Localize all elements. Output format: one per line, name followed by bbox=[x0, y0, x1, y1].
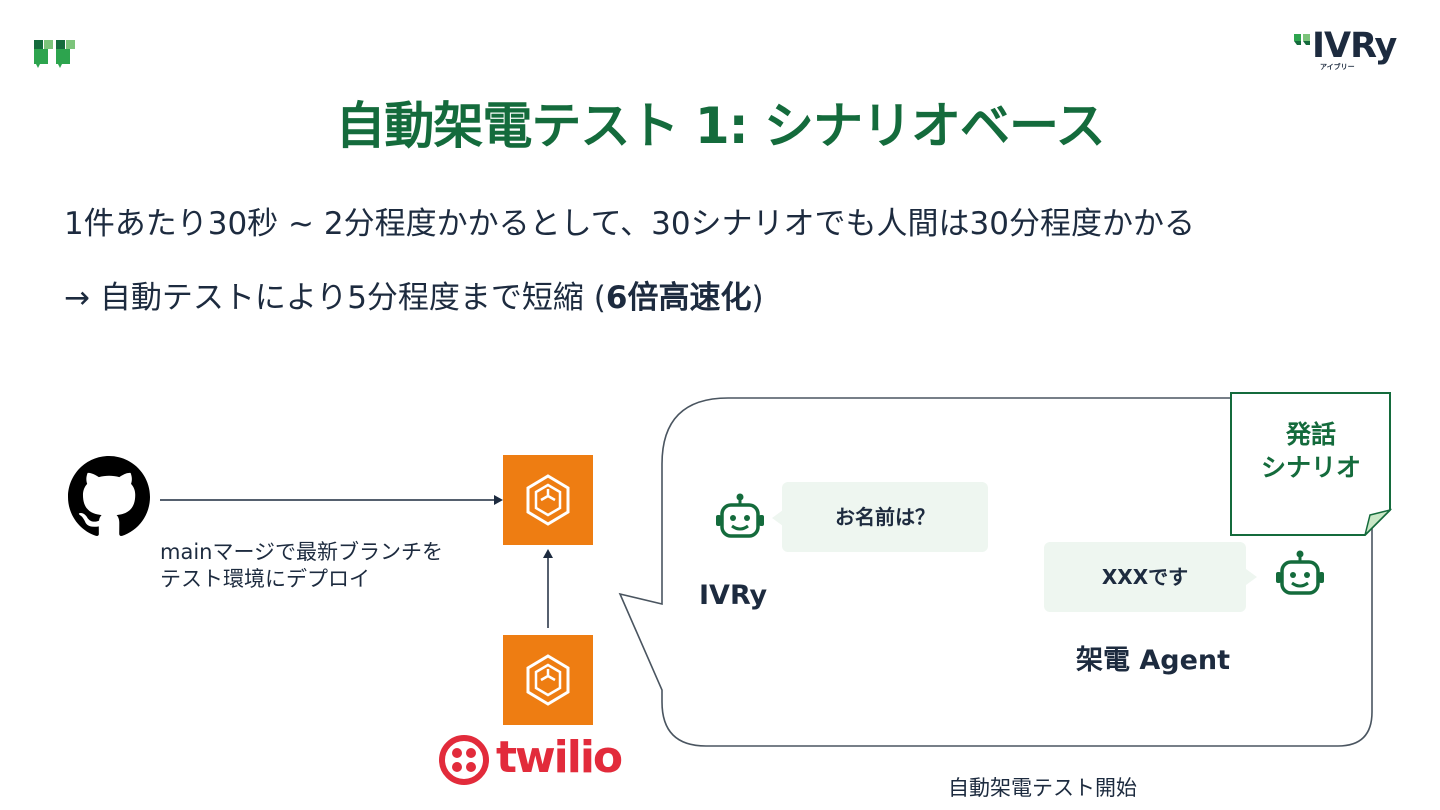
body-line-2: → 自動テストにより5分程度まで短縮 (6倍高速化) bbox=[64, 272, 764, 317]
github-icon bbox=[68, 456, 150, 536]
service-arrow bbox=[543, 549, 553, 628]
robot-icon bbox=[1276, 550, 1324, 595]
diagram-caption: 自動架電テスト開始 bbox=[948, 776, 1137, 800]
deploy-label-line-1: mainマージで最新ブランチを bbox=[160, 540, 444, 564]
scenario-note-line-1: 発話 bbox=[1285, 420, 1336, 449]
chat-bubble-tail bbox=[772, 510, 783, 526]
aws-service-icon bbox=[503, 635, 593, 725]
brand-logo: IVRy アイブリー bbox=[1292, 26, 1412, 72]
ivry-label: IVRy bbox=[699, 580, 768, 611]
chat-bubble-ivry: お名前は？ bbox=[782, 482, 988, 552]
body-line-2-suffix: ) bbox=[751, 280, 764, 316]
deploy-label-line-2: テスト環境にデプロイ bbox=[160, 567, 370, 591]
twilio-wordmark: twilio bbox=[496, 732, 623, 783]
brand-mark-icon bbox=[1294, 34, 1310, 45]
deploy-arrow bbox=[160, 495, 503, 505]
speedup-emphasis: 6倍高速化 bbox=[605, 280, 752, 316]
logo-mark-icon bbox=[34, 40, 75, 68]
agent-label: 架電 Agent bbox=[1076, 645, 1231, 676]
body-line-1: 1件あたり30秒 ~ 2分程度かかるとして、30シナリオでも人間は30分程度かか… bbox=[64, 206, 1195, 242]
robot-icon bbox=[716, 493, 764, 538]
aws-service-icon bbox=[503, 455, 593, 545]
chat-bubble-tail bbox=[1246, 569, 1257, 585]
scenario-note-line-2: シナリオ bbox=[1260, 453, 1361, 482]
scenario-note-label: 発話 シナリオ bbox=[1230, 418, 1392, 484]
note-icon bbox=[1230, 392, 1392, 536]
brand-wordmark: IVRy bbox=[1312, 26, 1397, 66]
brand-kana: アイブリー bbox=[1320, 63, 1355, 71]
body-line-2-prefix: → 自動テストにより5分程度まで短縮 ( bbox=[64, 280, 606, 316]
chat-bubble-agent: XXXです bbox=[1044, 542, 1246, 612]
twilio-logo-icon: twilio bbox=[438, 732, 628, 788]
page-title: 自動架電テスト 1: シナリオベース bbox=[335, 97, 1105, 155]
